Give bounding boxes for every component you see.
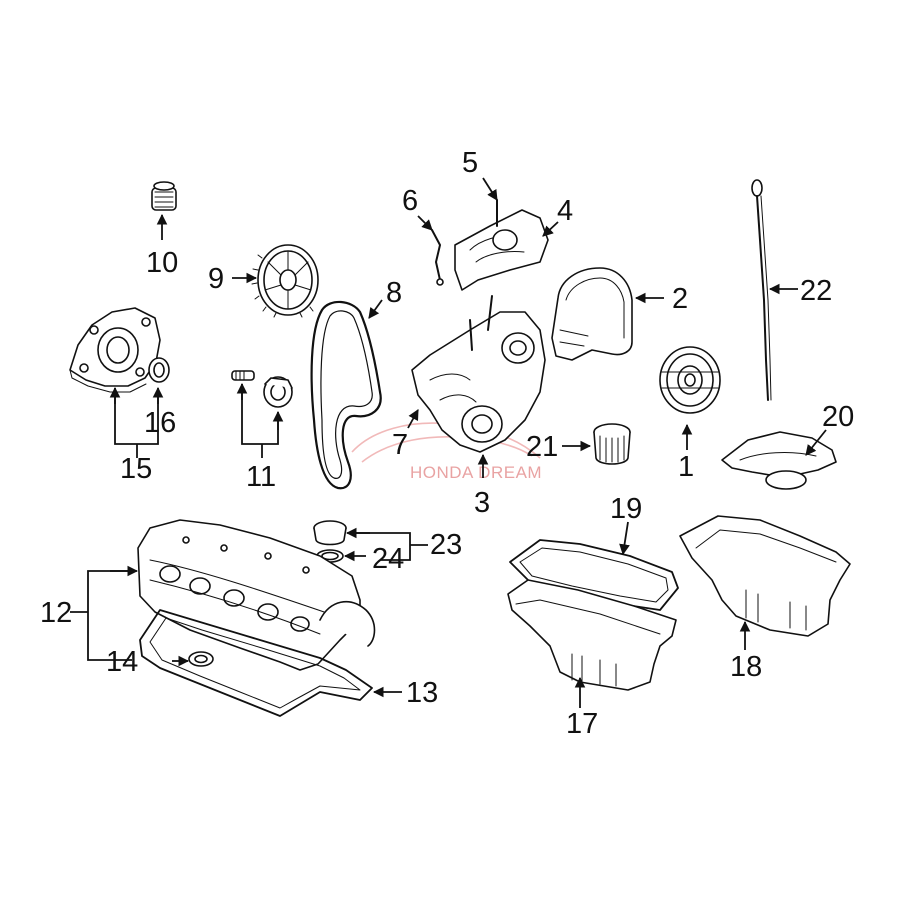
part-12-valve-cover	[137, 519, 376, 671]
leader-lines	[70, 177, 827, 708]
part-4-upper-cover	[454, 199, 549, 291]
callout-16: 16	[144, 407, 176, 439]
callout-1: 1	[678, 451, 694, 483]
part-10-small-gear	[151, 181, 177, 211]
callout-4: 4	[557, 195, 573, 227]
callout-2: 2	[672, 283, 688, 315]
part-9-cam-pulley	[251, 244, 319, 318]
callout-labels: 1 2 3 4 5 6 7 8 9 10 11 12 13 14 15 16 1…	[40, 147, 854, 740]
callout-6: 6	[402, 185, 418, 217]
callout-5: 5	[462, 147, 478, 179]
callout-20: 20	[822, 401, 854, 433]
callout-15: 15	[120, 453, 152, 485]
part-11-tensioner	[231, 370, 293, 408]
part-14-seal	[188, 651, 214, 667]
callout-3: 3	[474, 487, 490, 519]
part-15-oil-pump	[69, 307, 161, 393]
callout-10: 10	[146, 247, 178, 279]
part-20-strainer	[721, 431, 837, 490]
callout-7: 7	[392, 429, 408, 461]
part-17-oil-pan	[507, 579, 677, 691]
part-16-oil-seal	[148, 357, 170, 383]
callout-14: 14	[106, 646, 138, 678]
watermark-text: HONDA DREAM	[410, 463, 542, 482]
callout-21: 21	[526, 431, 558, 463]
callout-17: 17	[566, 708, 598, 740]
callout-22: 22	[800, 275, 832, 307]
part-22-dipstick	[751, 179, 772, 401]
part-2-timing-cover	[551, 267, 633, 361]
part-6-bolt	[431, 229, 444, 286]
callout-19: 19	[610, 493, 642, 525]
callout-13: 13	[406, 677, 438, 709]
part-18-oil-pan	[679, 515, 851, 637]
part-8-timing-belt	[310, 300, 382, 490]
callout-9: 9	[208, 263, 224, 295]
part-21-oil-filter	[593, 423, 631, 465]
callout-11: 11	[246, 461, 276, 493]
part-23-oil-cap	[313, 520, 347, 546]
callout-23: 23	[430, 529, 462, 561]
callout-24: 24	[372, 543, 404, 575]
callout-18: 18	[730, 651, 762, 683]
callout-8: 8	[386, 277, 402, 309]
callout-12: 12	[40, 597, 72, 629]
part-13-gasket	[139, 609, 373, 717]
part-7-lower-cover	[411, 295, 546, 453]
part-1-crank-pulley	[659, 346, 721, 414]
